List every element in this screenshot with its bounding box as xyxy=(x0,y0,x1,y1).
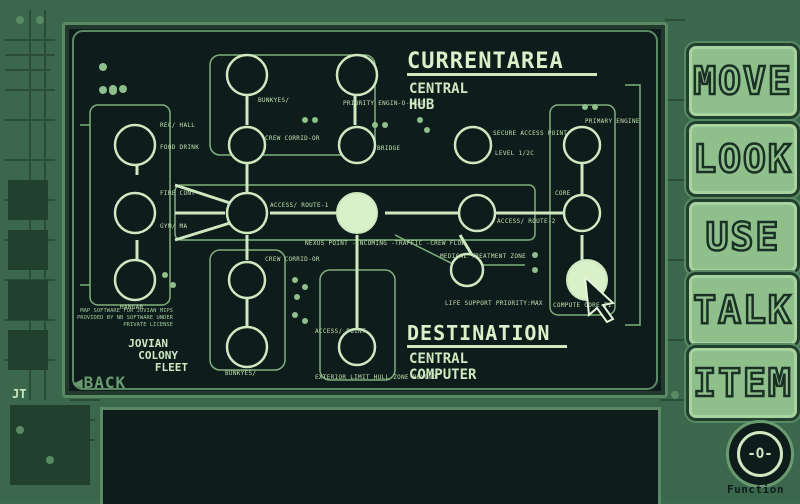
talk-button[interactable]: TALK xyxy=(686,272,800,348)
label-access-route-right: ACCESS/ ROUTE-2 xyxy=(497,218,556,225)
label-secure-access: SECURE ACCESS POINT xyxy=(493,130,567,137)
label-access-route-left: ACCESS/ ROUTE-1 xyxy=(270,202,329,209)
label-exterior: EXTERIOR LIMIT HULL ZONE BEYOND xyxy=(315,374,436,381)
label-fire-control: FIRE CONT xyxy=(160,190,195,197)
function-label: Function xyxy=(727,483,784,496)
current-location-marker xyxy=(336,192,378,234)
destination-line1: CENTRAL xyxy=(409,351,469,367)
label-bridge: BRIDGE xyxy=(377,145,401,152)
look-button[interactable]: LOOK xyxy=(686,121,800,197)
label-crew-corridor-top: CREW CORRID-OR xyxy=(265,135,320,142)
destination-heading: DESTINATION xyxy=(407,321,551,345)
label-nexus: NEXUS POINT -INCOMING -TRAFFIC -CREW FLO… xyxy=(305,240,465,247)
brand-colony: COLONY xyxy=(138,349,178,362)
move-button[interactable]: MOVE xyxy=(686,43,800,119)
current-area-heading: CURRENTAREA xyxy=(407,49,564,74)
current-area-line2: HUB xyxy=(409,97,435,113)
brand-jovian: JOVIAN xyxy=(128,337,168,350)
use-button[interactable]: USE xyxy=(686,199,800,275)
label-bunkyes-bottom: BUNKYES/ xyxy=(225,370,256,377)
back-arrow-icon: ◀ xyxy=(73,373,84,392)
current-area-underline xyxy=(407,73,597,76)
item-label: ITEM xyxy=(692,360,793,407)
look-label: LOOK xyxy=(692,136,793,183)
current-area-line1: CENTRAL xyxy=(409,81,469,97)
label-crew-corridor-bottom: CREW CORRID-OR xyxy=(265,256,320,263)
label-hangar: HANGAR xyxy=(120,304,144,311)
map-credits: MAP SOFTWARE FOR JOVIAN MIPS PROVIDED BY… xyxy=(76,308,173,328)
label-core: CORE xyxy=(555,190,571,197)
message-panel xyxy=(100,407,661,504)
label-level: LEVEL 1/2C xyxy=(495,150,534,157)
map-screen: BUNKYES/ PRIORITY ENGIN-O-GRAD CREW CORR… xyxy=(62,22,668,398)
label-gym: GYM/ MA xyxy=(160,223,187,230)
label-computer: COMPUTE CORE-T1 xyxy=(553,302,612,309)
label-medical: MEDICAL TREATMENT ZONE xyxy=(440,253,526,260)
label-primary-engine: PRIMARY ENGINE xyxy=(585,118,640,125)
item-button[interactable]: ITEM xyxy=(686,345,800,421)
label-access-point-bottom: ACCESS/ POINT xyxy=(315,328,366,335)
function-knob[interactable]: -O- xyxy=(726,420,794,488)
pointer-cursor-icon xyxy=(583,274,616,324)
brand-fleet: FLEET xyxy=(154,361,188,374)
destination-line2: COMPUTER xyxy=(409,367,477,383)
station-map: BUNKYES/ PRIORITY ENGIN-O-GRAD CREW CORR… xyxy=(72,30,658,390)
function-knob-icon: -O- xyxy=(737,431,783,477)
label-hall: REC/ HALL xyxy=(160,122,195,129)
label-priority-engine: PRIORITY ENGIN-O-GRAD xyxy=(343,100,425,107)
svg-text:JT: JT xyxy=(12,387,26,401)
talk-label: TALK xyxy=(692,287,793,334)
back-button[interactable]: ◀BACK xyxy=(73,373,126,392)
label-food: FOOD DRINK xyxy=(160,144,199,151)
use-label: USE xyxy=(704,214,781,261)
back-label: BACK xyxy=(83,373,127,392)
move-label: MOVE xyxy=(692,58,793,105)
label-life-support: LIFE SUPPORT PRIORITY:MAX xyxy=(445,300,543,307)
label-bunkyes-top: BUNKYES/ xyxy=(258,97,289,104)
destination-underline xyxy=(407,345,567,348)
